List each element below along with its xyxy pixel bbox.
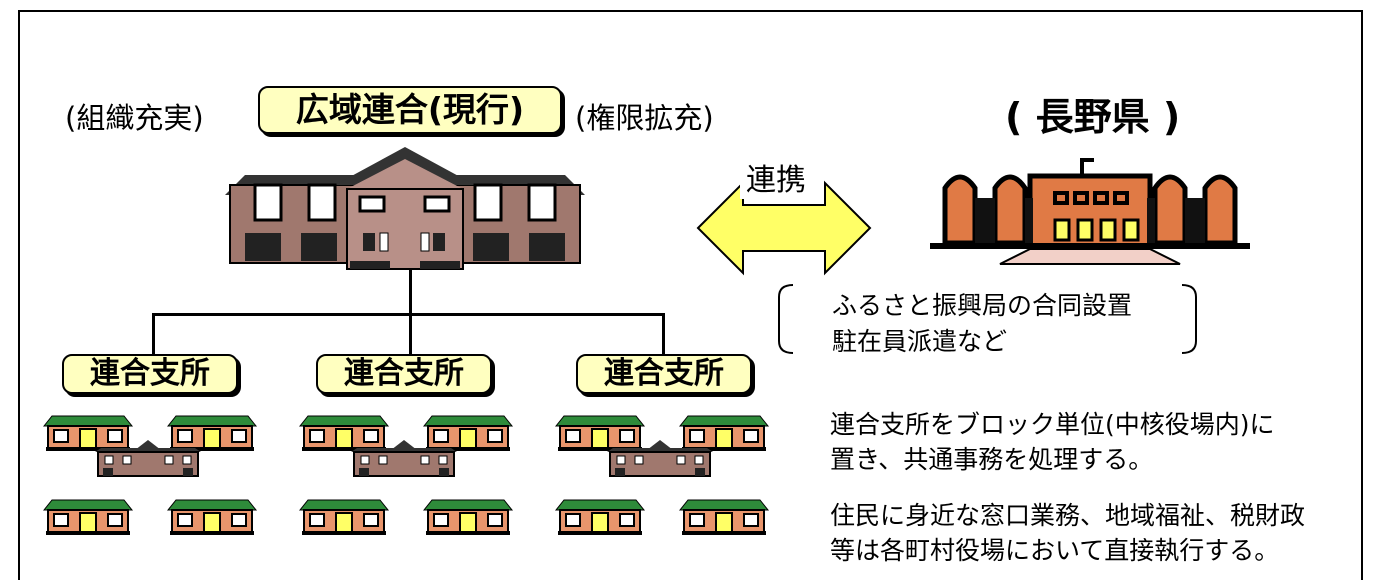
village-cluster bbox=[555, 415, 769, 536]
union-office-building-icon bbox=[225, 147, 585, 270]
prefecture-label: ( 長野県 ) bbox=[1005, 95, 1181, 139]
notes-bracket-left bbox=[778, 284, 794, 354]
link-label: 連携 bbox=[740, 155, 812, 199]
connector-right bbox=[662, 313, 665, 358]
connector-vertical bbox=[409, 270, 412, 315]
authority-expansion-label: (権限拡充) bbox=[575, 101, 714, 135]
note-joint-bureau: ふるさと振興局の合同設置 bbox=[832, 291, 1133, 320]
connector-left bbox=[152, 313, 155, 358]
village-cluster bbox=[43, 415, 257, 536]
branch-office-label: 連合支所 bbox=[576, 354, 752, 394]
org-enhancement-label: (組織充実) bbox=[65, 101, 204, 135]
village-cluster bbox=[299, 415, 513, 536]
branch-office-label: 連合支所 bbox=[62, 354, 238, 394]
branch-description-line: 置き、共通事務を処理する。 bbox=[830, 445, 1154, 474]
connector-center bbox=[409, 313, 412, 358]
union-title: 広域連合(現行) bbox=[258, 86, 562, 134]
diagram-frame bbox=[18, 10, 1363, 580]
note-staff-dispatch: 駐在員派遣など bbox=[832, 327, 1008, 356]
prefecture-office-building-icon bbox=[930, 158, 1250, 265]
notes-bracket-right bbox=[1181, 284, 1197, 354]
village-description-line: 住民に身近な窓口業務、地域福祉、税財政 bbox=[830, 501, 1306, 530]
village-description-line: 等は各町村役場において直接執行する。 bbox=[830, 536, 1280, 565]
branch-office-label: 連合支所 bbox=[316, 354, 492, 394]
connector-horizontal bbox=[152, 313, 664, 316]
branch-description-line: 連合支所をブロック単位(中核役場内)に bbox=[830, 410, 1275, 439]
